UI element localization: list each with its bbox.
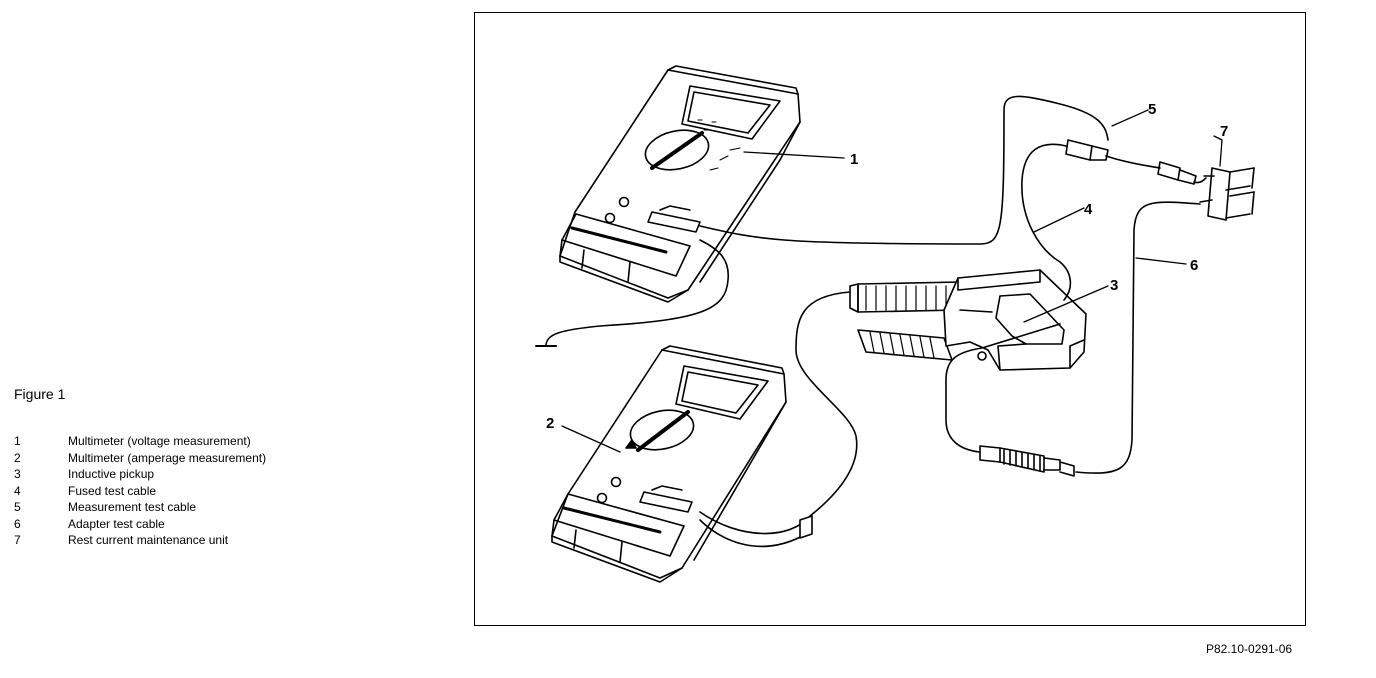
figure-code: P82.10-0291-06 xyxy=(1206,642,1293,656)
diagram-frame xyxy=(474,12,1306,626)
legend-text: Rest current maintenance unit xyxy=(68,533,229,547)
inductive-pickup-illustration xyxy=(849,269,1087,371)
legend-number: 7 xyxy=(14,533,21,547)
legend-text: Adapter test cable xyxy=(68,516,165,531)
legend-number: 5 xyxy=(14,500,21,514)
legend-text: Inductive pickup xyxy=(68,467,155,481)
multimeter-1-illustration xyxy=(559,65,801,303)
legend-item: 2 Multimeter (amperage measurement) xyxy=(14,450,266,467)
legend: 1 Multimeter (voltage measurement) 2 Multi… xyxy=(14,433,266,549)
callout-4: 4 xyxy=(1084,201,1093,218)
legend-number: 3 xyxy=(14,467,21,481)
figure-title: Figure 1 xyxy=(14,386,66,402)
legend-number: 1 xyxy=(14,434,21,448)
cables xyxy=(535,95,1207,548)
maintenance-unit-illustration xyxy=(1199,167,1255,221)
legend-text: Measurement test cable xyxy=(68,500,197,514)
legend-text: Multimeter (amperage measurement) xyxy=(68,450,267,465)
legend-item: 1 Multimeter (voltage measurement) xyxy=(14,433,266,450)
leader-lines xyxy=(561,109,1223,453)
callout-2: 2 xyxy=(546,415,554,432)
legend-item: 4 Fused test cable xyxy=(14,483,266,500)
legend-item: 7 Rest current maintenance unit xyxy=(14,532,266,549)
legend-text: Multimeter (voltage measurement) xyxy=(68,434,251,448)
inline-fuse-illustration xyxy=(979,445,1075,477)
callout-1: 1 xyxy=(850,151,858,168)
legend-item: 3 Inductive pickup xyxy=(14,466,266,483)
callout-6: 6 xyxy=(1190,257,1198,274)
callout-7: 7 xyxy=(1220,123,1228,140)
callout-3: 3 xyxy=(1110,277,1118,294)
measurement-cable-connector xyxy=(1065,139,1197,185)
multimeter-2-illustration xyxy=(551,345,787,583)
legend-number: 4 xyxy=(14,483,21,498)
legend-text: Fused test cable xyxy=(68,483,157,498)
legend-item: 6 Adapter test cable xyxy=(14,516,266,533)
legend-item: 5 Measurement test cable xyxy=(14,499,266,516)
callout-5: 5 xyxy=(1148,101,1156,118)
legend-number: 6 xyxy=(14,516,21,531)
legend-number: 2 xyxy=(14,450,21,465)
